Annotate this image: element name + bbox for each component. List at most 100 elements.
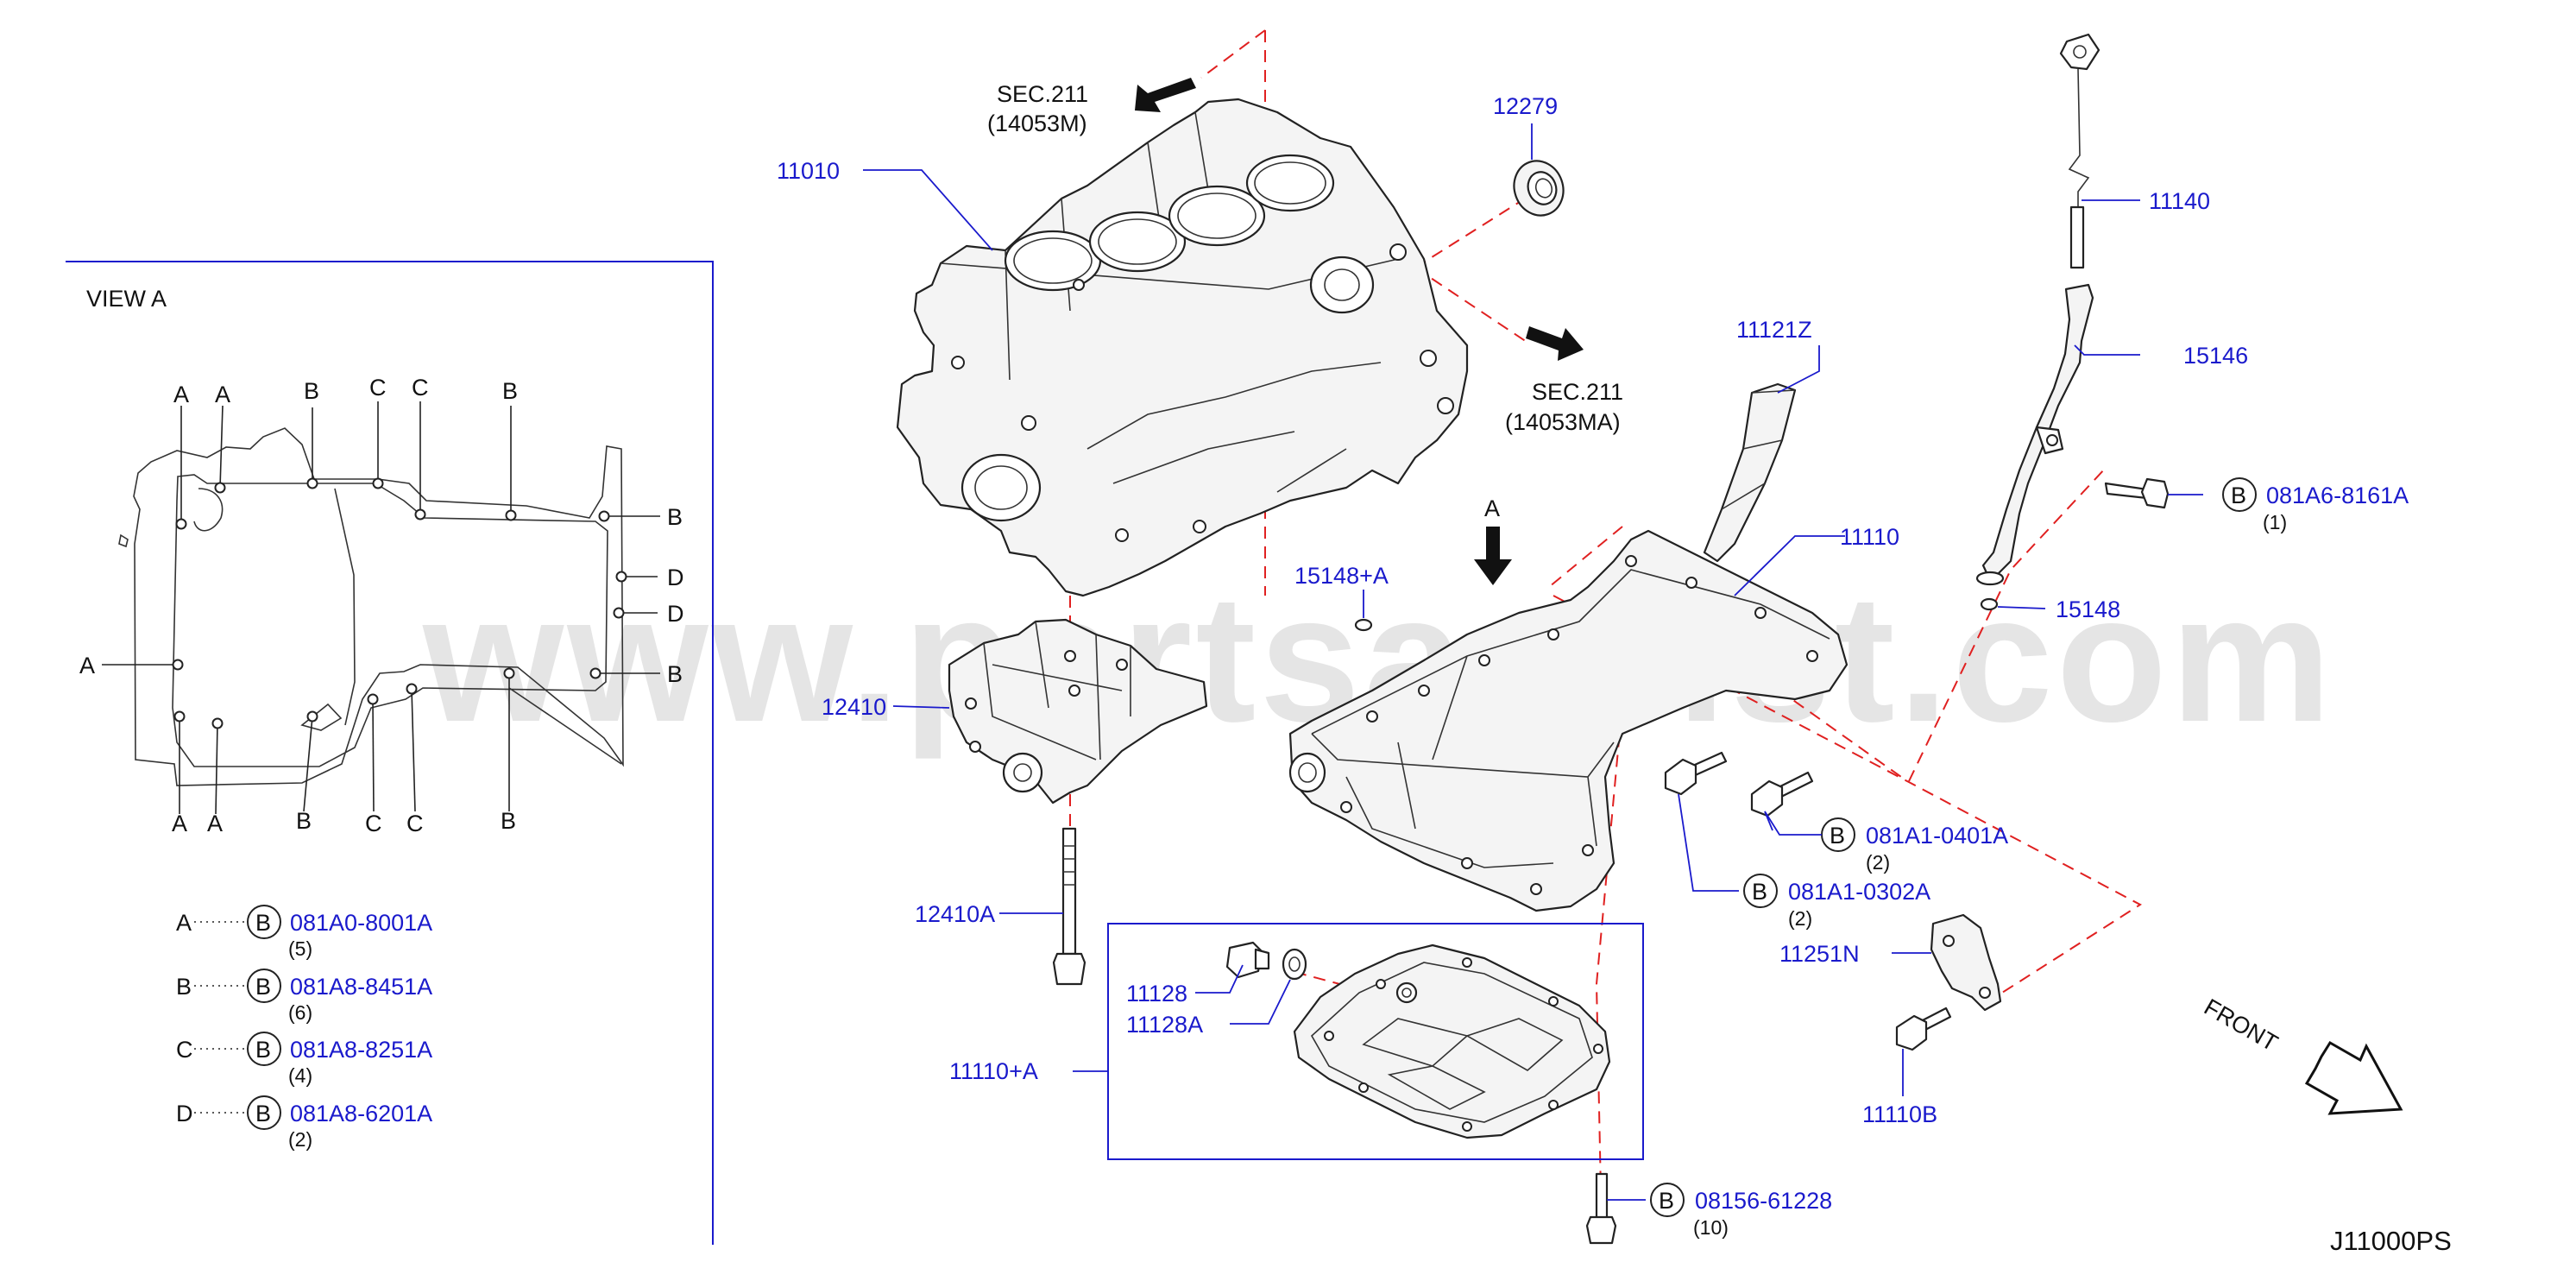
sec211-label: SEC.211: [1532, 379, 1623, 405]
view-a-arrow: A: [1474, 495, 1512, 585]
letter-a: A: [207, 811, 223, 836]
letter-a: A: [79, 653, 95, 678]
legend-badge: B: [255, 1101, 271, 1126]
crank-bore: [960, 453, 1042, 522]
diagram-code: J11000PS: [2330, 1226, 2452, 1256]
bolt-081a6[interactable]: [2104, 477, 2170, 509]
front-arrow-icon: [2304, 1040, 2403, 1115]
letter-c: C: [369, 375, 387, 401]
letter-a: A: [173, 382, 189, 407]
front-indicator: FRONT: [2200, 994, 2403, 1115]
legend-row-b: B B 081A8-8451A (6): [176, 969, 432, 1024]
view-a-arrow-label: A: [1484, 495, 1500, 521]
o-ring-15148[interactable]: [1980, 597, 1999, 611]
legend-qty: (2): [288, 1128, 312, 1151]
legend-qty: (5): [288, 937, 312, 960]
letter-d: D: [667, 601, 684, 627]
pump-sprocket: [1002, 752, 1043, 793]
sec211-label: SEC.211: [997, 81, 1088, 107]
legend-qty: (4): [288, 1064, 312, 1087]
bolt-081a1-0302a[interactable]: [1664, 751, 1728, 796]
legend-letter: A: [176, 910, 192, 936]
legend-code[interactable]: 081A8-6201A: [290, 1101, 432, 1126]
bolt-callout-081a1-0302a: B 081A1-0302A (2): [1743, 874, 1930, 930]
badge-b-icon: [1650, 1183, 1685, 1217]
bore-4: [1245, 154, 1335, 212]
dipstick-guide[interactable]: [1975, 283, 2094, 586]
bore-1: [1004, 230, 1102, 292]
oil-strainer[interactable]: [1703, 382, 1797, 563]
badge-letter: B: [1659, 1188, 1674, 1214]
part-label-12410a[interactable]: 12410A: [915, 901, 995, 927]
part-label-15148[interactable]: 15148: [2056, 596, 2120, 622]
bore-3: [1168, 185, 1266, 247]
view-a-letters: A A B C C B B D D A B A A B C C B: [79, 375, 684, 836]
bolt-code[interactable]: 081A6-8161A: [2266, 483, 2409, 508]
letter-b: B: [501, 808, 516, 834]
view-a-title: VIEW A: [86, 286, 167, 312]
part-label-12279[interactable]: 12279: [1493, 93, 1558, 119]
letter-b: B: [296, 808, 312, 834]
bracket-11251n[interactable]: [1930, 913, 2002, 1012]
letter-b: B: [667, 661, 683, 687]
legend-code[interactable]: 081A8-8451A: [290, 974, 432, 1000]
letter-c: C: [412, 375, 429, 401]
long-bolt[interactable]: [1052, 827, 1086, 986]
bolt-08156[interactable]: [1585, 1172, 1617, 1245]
bolt-callout-081a6: B 081A6-8161A (1): [2222, 477, 2409, 533]
bolt-callout-08156: B 08156-61228 (10): [1650, 1183, 1832, 1239]
part-label-11121z[interactable]: 11121Z: [1736, 317, 1812, 343]
oil-pump[interactable]: [948, 618, 1208, 805]
badge-b-icon: [247, 1032, 281, 1066]
legend-row-d: D B 081A8-6201A (2): [176, 1095, 432, 1151]
legend-qty: (6): [288, 1001, 312, 1024]
drain-washer[interactable]: [1282, 948, 1307, 981]
cylinder-block[interactable]: [896, 98, 1469, 597]
part-label-11251n[interactable]: 11251N: [1779, 941, 1860, 967]
bolt-code[interactable]: 081A1-0401A: [1866, 823, 2008, 849]
drain-plug[interactable]: [1225, 941, 1270, 979]
lower-oil-pan[interactable]: [1293, 943, 1611, 1139]
oil-seal[interactable]: [1507, 154, 1571, 222]
part-label-11010[interactable]: 11010: [777, 158, 840, 184]
bolt-callout-081a1-0401a: B 081A1-0401A (2): [1821, 817, 2008, 874]
badge-letter: B: [1752, 879, 1767, 905]
letter-b: B: [502, 378, 518, 404]
letter-a: A: [215, 382, 230, 407]
bolt-11110b[interactable]: [1895, 1006, 1952, 1051]
part-label-12410[interactable]: 12410: [822, 694, 886, 720]
letter-b: B: [667, 504, 683, 530]
legend-letter: B: [176, 974, 192, 1000]
bolt-qty: (10): [1693, 1216, 1729, 1239]
view-a-panel: VIEW A: [66, 261, 714, 1245]
part-label-11110[interactable]: 11110: [1840, 524, 1899, 550]
bolt-qty: (2): [1866, 851, 1890, 874]
bolt-code[interactable]: 081A1-0302A: [1788, 879, 1930, 905]
part-label-15148a[interactable]: 15148+A: [1294, 563, 1389, 589]
upper-oil-pan[interactable]: [1288, 529, 1849, 912]
part-label-11110a[interactable]: 11110+A: [949, 1058, 1038, 1084]
letter-d: D: [667, 565, 684, 590]
view-a-bolt-holes: [172, 477, 627, 729]
bolt-081a1-0401a[interactable]: [1750, 771, 1814, 817]
part-label-11110b[interactable]: 11110B: [1862, 1101, 1937, 1127]
letter-b: B: [304, 378, 319, 404]
dipstick[interactable]: [2059, 33, 2100, 269]
legend-row-a: A B 081A0-8001A (5): [176, 905, 432, 960]
letter-c: C: [406, 811, 424, 836]
lower-oil-pan-box: [1107, 923, 1644, 1160]
o-ring-15148a[interactable]: [1354, 618, 1373, 632]
badge-letter: B: [1830, 823, 1845, 849]
part-label-11128a[interactable]: 11128A: [1126, 1012, 1203, 1038]
part-label-15146[interactable]: 15146: [2183, 343, 2248, 369]
bolt-code[interactable]: 08156-61228: [1695, 1188, 1832, 1214]
legend-code[interactable]: 081A0-8001A: [290, 910, 432, 936]
legend-badge: B: [255, 1037, 271, 1063]
badge-letter: B: [2231, 483, 2246, 508]
front-label: FRONT: [2200, 994, 2283, 1056]
part-label-11140[interactable]: 11140: [2149, 188, 2210, 214]
legend-code[interactable]: 081A8-8251A: [290, 1037, 432, 1063]
part-label-11128[interactable]: 11128: [1126, 981, 1187, 1006]
bore-2: [1088, 211, 1187, 273]
